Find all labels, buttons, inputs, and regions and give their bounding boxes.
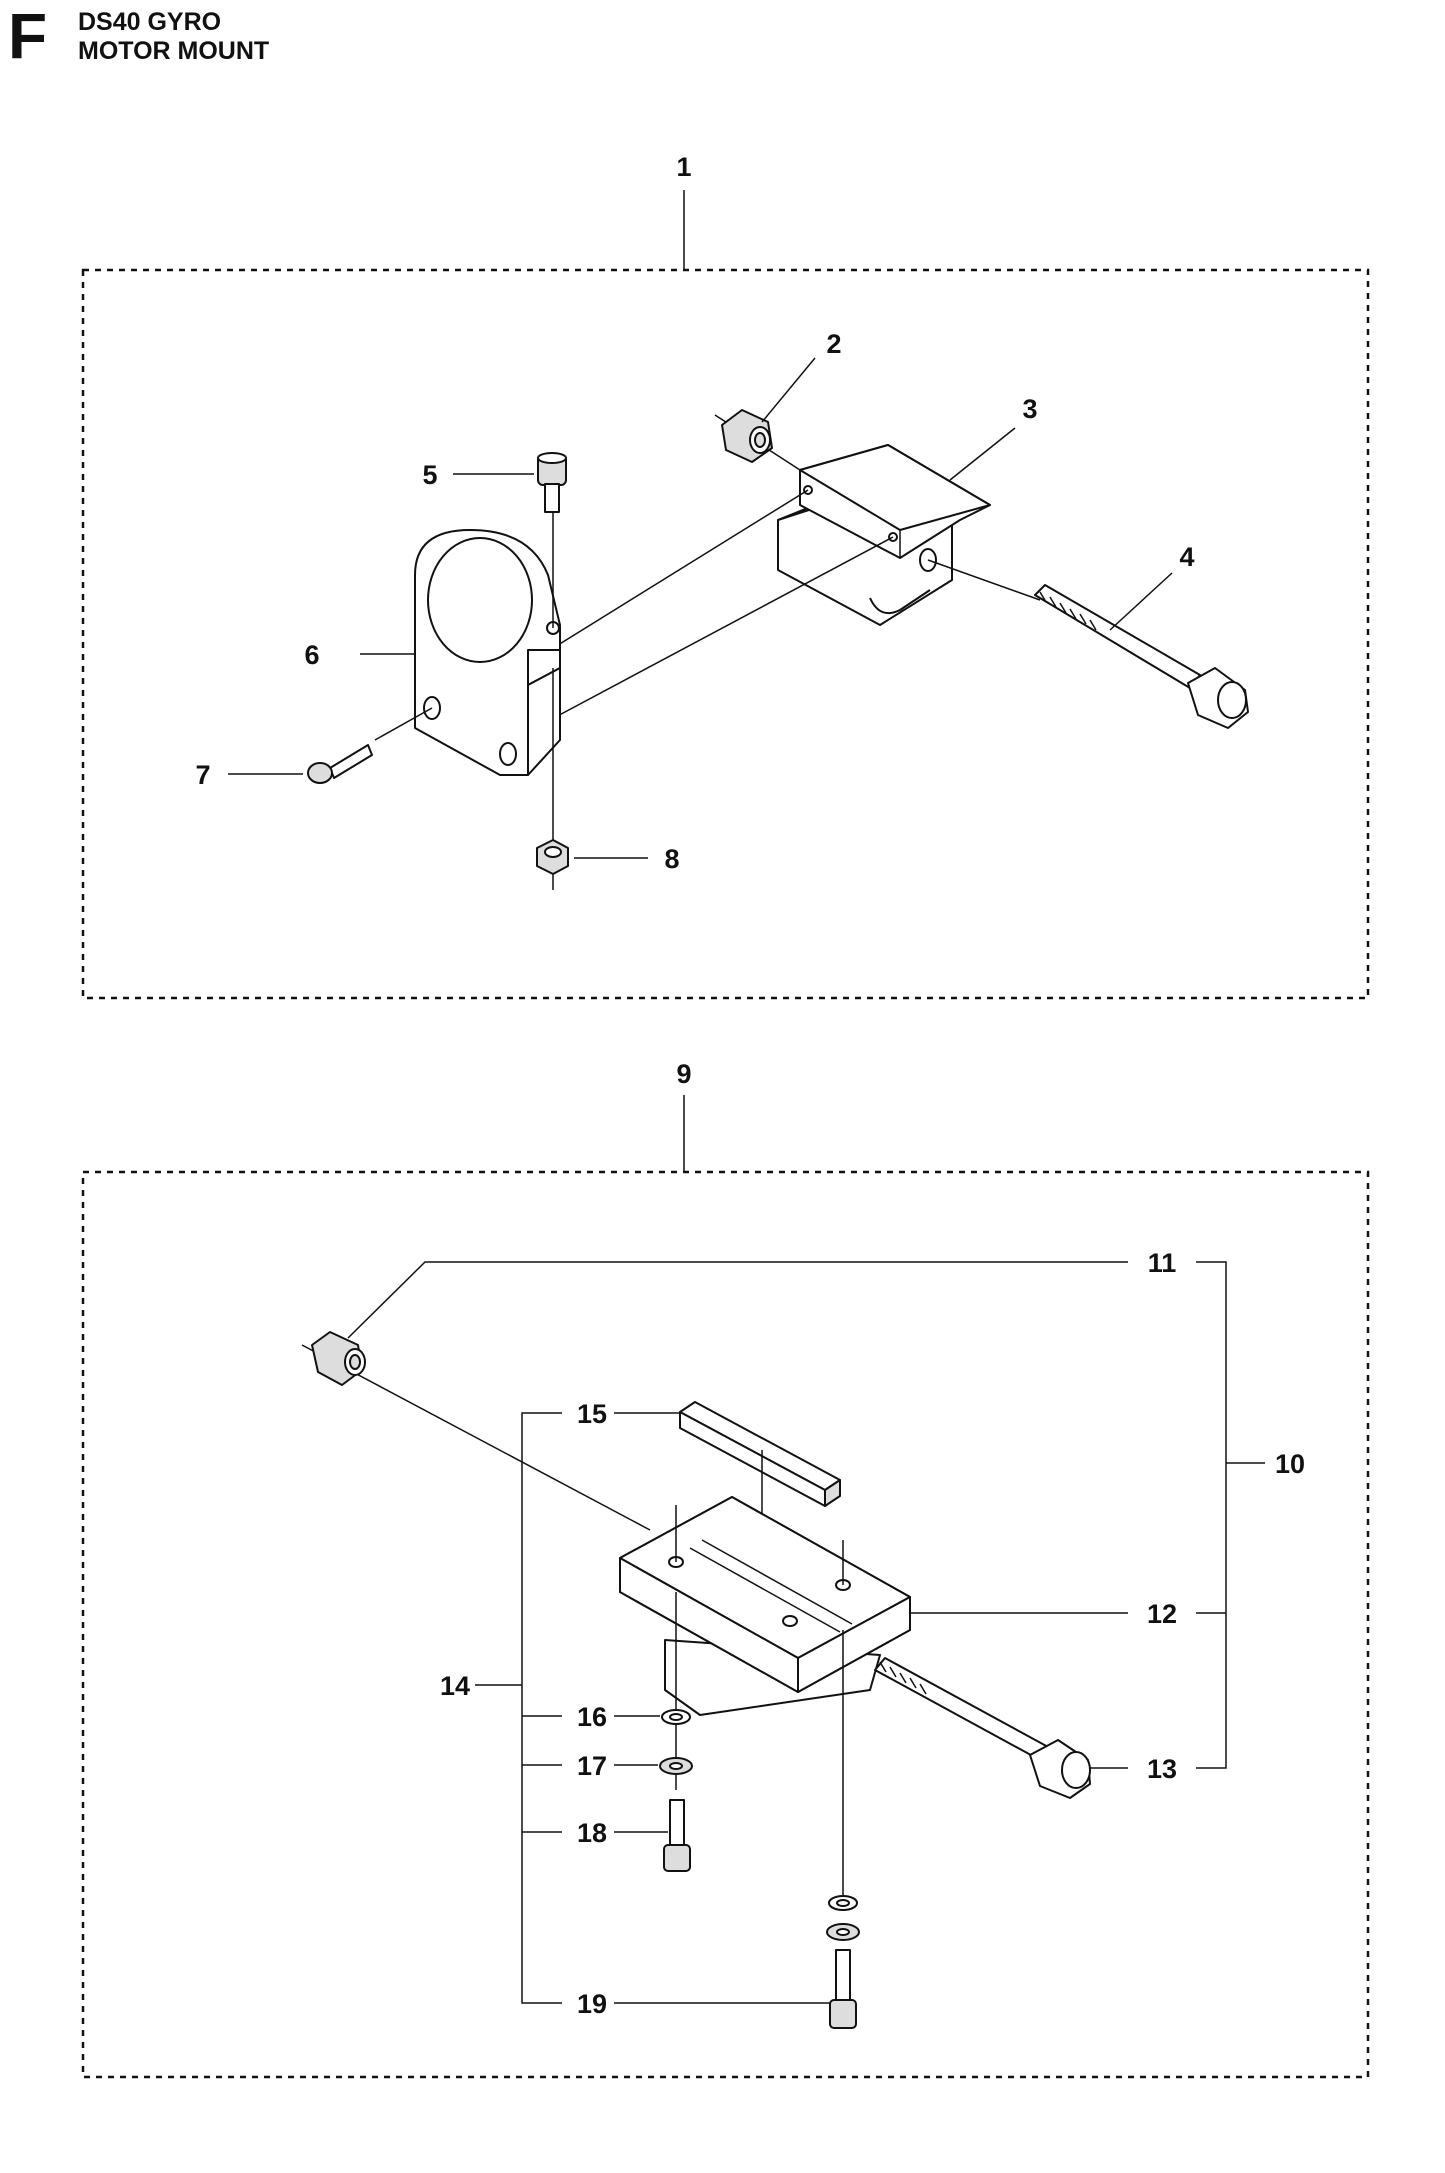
part-nut-11 [301,1331,651,1531]
callout-16: 16 [577,1702,607,1732]
bracket-10 [1196,1261,1227,1769]
part-base-plate [619,1496,911,1716]
callout-3: 3 [1022,394,1037,424]
assembly-1-frame [81,268,1370,1000]
callout-17: 17 [577,1751,607,1781]
section-letter: F [8,0,48,72]
part-motor-bracket [414,489,894,776]
callout-18: 18 [577,1818,607,1848]
callout-7: 7 [195,760,210,790]
title-line-assembly: MOTOR MOUNT [78,37,270,65]
part-long-bolt-13 [874,1657,1091,1799]
assembly-9-frame [81,1170,1370,2079]
leader-2 [761,357,816,423]
leader-11 [347,1261,1128,1339]
part-key-bar [679,1401,841,1590]
callout-2: 2 [826,329,841,359]
part-fastener-stack-left [659,1592,693,1872]
part-long-bolt-4 [927,559,1249,729]
part-clamp-block [777,444,991,626]
callout-12: 12 [1147,1599,1177,1629]
assembly-1-group: 1 [81,152,1370,1000]
part-nut-8 [536,668,569,890]
callout-11: 11 [1148,1248,1177,1278]
callout-19: 19 [577,1989,607,2019]
callout-15: 15 [577,1399,607,1429]
callout-1: 1 [676,152,691,182]
leader-4 [1109,572,1173,631]
callout-4: 4 [1179,542,1194,572]
title-line-model: DS40 GYRO [78,8,222,36]
callout-5: 5 [422,460,437,490]
callout-9: 9 [676,1059,691,1089]
callout-10: 10 [1275,1449,1305,1479]
assembly-9-group: 9 11 [81,1059,1370,2079]
leader-3 [949,427,1016,481]
part-fastener-stack-right [826,1630,860,2029]
part-cap-screw-7 [307,707,433,784]
callout-13: 13 [1147,1754,1177,1784]
bracket-14 [521,1412,562,2004]
page-title: DS40 GYRO MOTOR MOUNT [78,8,269,66]
callout-14: 14 [440,1671,470,1701]
part-cap-screw-5 [537,452,567,628]
callout-6: 6 [304,640,319,670]
part-nut-2 [714,409,801,471]
callout-8: 8 [664,844,679,874]
